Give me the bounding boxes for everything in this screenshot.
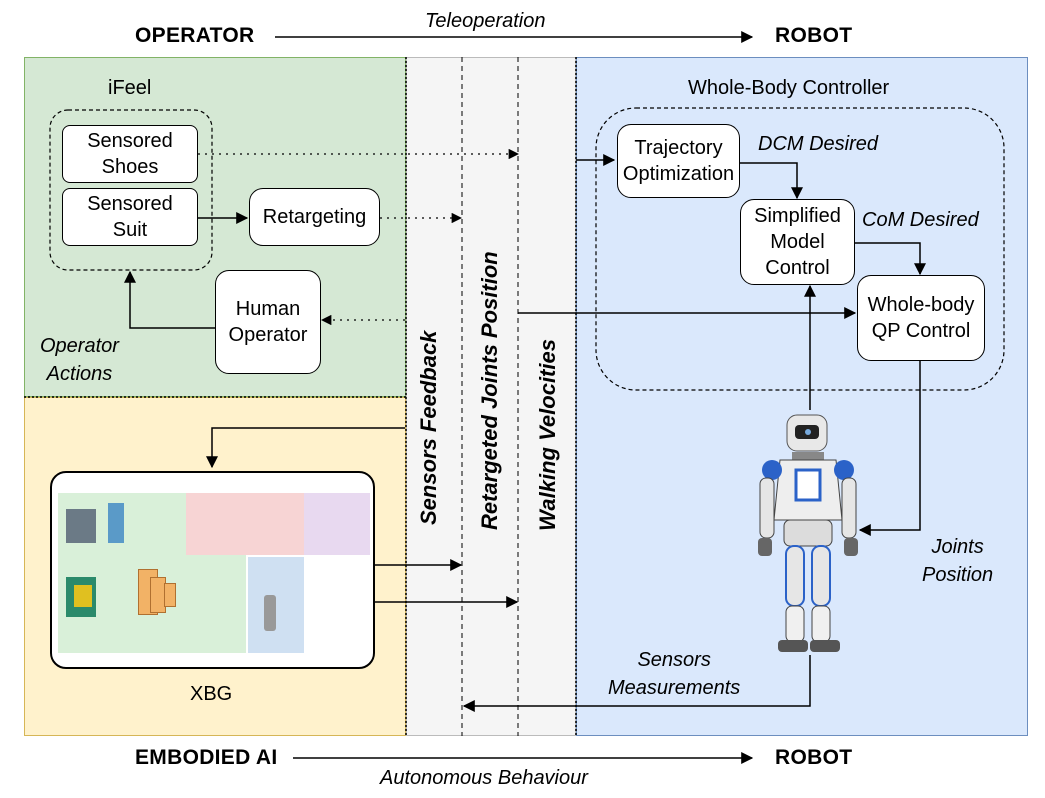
xbg-label: XBG — [190, 683, 233, 705]
joints-position-label: Joints Position — [922, 536, 994, 586]
channel-region — [406, 57, 576, 736]
qp-control-box: Whole-body QP Control — [857, 275, 985, 361]
header-operator: OPERATOR — [135, 24, 255, 47]
xbg-depth-frame — [74, 585, 92, 607]
ifeel-group — [49, 109, 213, 271]
dcm-desired-label: DCM Desired — [758, 133, 879, 155]
header-teleoperation: Teleoperation — [425, 10, 546, 32]
human-operator-box: Human Operator — [215, 270, 321, 374]
footer-embodied-ai: EMBODIED AI — [135, 746, 278, 769]
xbg-conv-layer-3 — [164, 583, 176, 607]
footer-robot: ROBOT — [775, 746, 853, 769]
ifeel-title: iFeel — [108, 77, 152, 99]
controller-group — [595, 107, 1005, 391]
sensored-suit-box: Sensored Suit — [62, 188, 198, 246]
retargeting-box: Retargeting — [249, 188, 380, 246]
xbg-pink-block — [186, 493, 304, 555]
sensors-measurements-label: Sensors Measurements — [608, 649, 741, 699]
footer-autonomous: Autonomous Behaviour — [380, 767, 588, 789]
xbg-architecture-figure — [50, 471, 375, 669]
com-desired-label: CoM Desired — [862, 209, 979, 231]
xbg-robot-thumbnail — [264, 595, 276, 631]
robot-icon — [758, 414, 858, 652]
header-robot: ROBOT — [775, 24, 853, 47]
controller-title: Whole-Body Controller — [688, 77, 890, 99]
xbg-vit-block — [108, 503, 124, 543]
xbg-camera-frame-1 — [66, 509, 96, 543]
xbg-purple-block — [304, 493, 370, 555]
trajectory-optimization-box: Trajectory Optimization — [617, 124, 740, 198]
sensored-shoes-box: Sensored Shoes — [62, 125, 198, 183]
operator-actions-label: Operator Actions — [40, 335, 119, 385]
simplified-model-box: Simplified Model Control — [740, 199, 855, 285]
xbg-blue-block — [248, 557, 304, 653]
